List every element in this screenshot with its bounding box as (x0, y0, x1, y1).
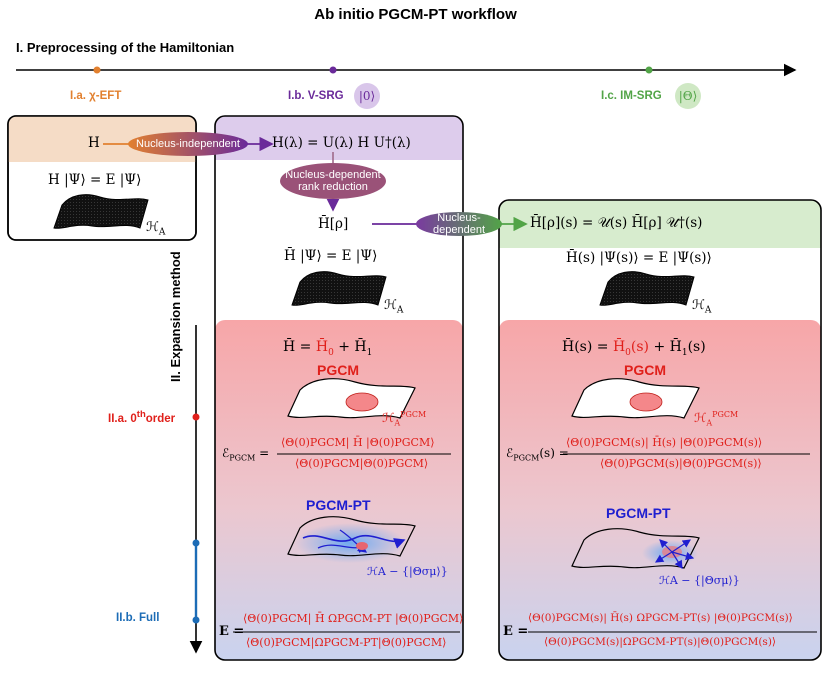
box-b-energy-lhs: ℰPGCM = (222, 446, 270, 463)
box-c-pgcm-title: PGCM (624, 362, 666, 378)
section-expansion-title: II. Expansion method (168, 251, 183, 382)
box-b-space-label: ℋA (384, 298, 404, 316)
box-c-pgcmpt-title: PGCM-PT (606, 505, 671, 521)
nucleus-independent-oval: Nucleus-independent (128, 132, 248, 156)
box-c-full-numerator: ⟨Θ(0)PGCM(s)| H̄(s) ΩPGCM-PT(s) |Θ(0)PGC… (528, 612, 793, 624)
box-a-space-label: ℋA (146, 220, 166, 238)
box-c-pt-space: ℋA − {|Θσμ⟩} (659, 574, 740, 587)
box-b-full-numerator: ⟨Θ(0)PGCM| H̄ ΩPGCM-PT |Θ(0)PGCM⟩ (243, 612, 464, 625)
box-c-hamiltonian-split: H̄(s) = H̄0(s) + H̄1(s) (562, 339, 706, 358)
box-b-full-lhs: E = (219, 624, 245, 639)
box-b-pgcm-title: PGCM (317, 362, 359, 378)
box-b-schrodinger-eq: H̄ |Ψ⟩ = E |Ψ⟩ (284, 248, 378, 264)
stage-chi-eft-label: I.a. χ-EFT (70, 90, 122, 102)
box-b-pt-space: ℋA − {|Θσμ⟩} (367, 565, 448, 578)
nucleus-dependent-oval: Nucleus-dependent (416, 212, 502, 236)
box-c-schrodinger-eq: H̄(s) |Ψ(s)⟩ = E |Ψ(s)⟩ (566, 250, 712, 266)
section-preprocessing-title: I. Preprocessing of the Hamiltonian (16, 40, 235, 55)
box-b-full-denominator: ⟨Θ(0)PGCM|ΩPGCM-PT|Θ(0)PGCM⟩ (246, 636, 447, 649)
box-c-pgcm-space: ℋAPGCM (694, 410, 739, 428)
full-order-label: II.b. Full (116, 612, 160, 624)
page-title: Ab initio PGCM-PT workflow (314, 6, 517, 23)
hamiltonian-symbol: H (88, 135, 100, 151)
box-c-energy-lhs: ℰPGCM(s) = (506, 446, 569, 463)
box-c-energy-numerator: ⟨Θ(0)PGCM(s)| H̄(s) |Θ(0)PGCM(s)⟩ (566, 436, 763, 449)
box-b-energy-denominator: ⟨Θ(0)PGCM|Θ(0)PGCM⟩ (295, 457, 429, 470)
box-b-pgcmpt-title: PGCM-PT (306, 497, 371, 513)
box-b-pgcm-space: ℋAPGCM (382, 410, 427, 428)
box-b-hamiltonian-split: H̄ = H̄0 + H̄1 (283, 339, 373, 358)
hbar-rho-label: H̄[ρ] (318, 216, 349, 232)
box-c-full-denominator: ⟨Θ(0)PGCM(s)|ΩPGCM-PT(s)|Θ(0)PGCM(s)⟩ (544, 636, 777, 648)
box-c-full-lhs: E = (503, 624, 529, 639)
box-b-energy-numerator: ⟨Θ(0)PGCM| H̄ |Θ(0)PGCM⟩ (281, 436, 435, 449)
imsrg-ket-badge: |Θ⟩ (675, 83, 701, 109)
stage-imsrg-label: I.c. IM-SRG (601, 90, 662, 102)
box-a-schrodinger-eq: H |Ψ⟩ = E |Ψ⟩ (48, 172, 142, 188)
zeroth-order-label: II.a. 0thorder (108, 409, 176, 425)
stage-vsrg-label: I.b. V-SRG (288, 90, 344, 102)
box-c-space-label: ℋA (692, 298, 712, 316)
vsrg-ket-badge: |0⟩ (354, 83, 380, 109)
vsrg-transform-eq: H(λ) = U(λ) H U†(λ) (272, 135, 411, 151)
box-c-energy-denominator: ⟨Θ(0)PGCM(s)|Θ(0)PGCM(s)⟩ (600, 457, 762, 470)
imsrg-transform-eq: H̄[ρ](s) = 𝒰(s) H̄[ρ] 𝒰†(s) (530, 215, 703, 231)
